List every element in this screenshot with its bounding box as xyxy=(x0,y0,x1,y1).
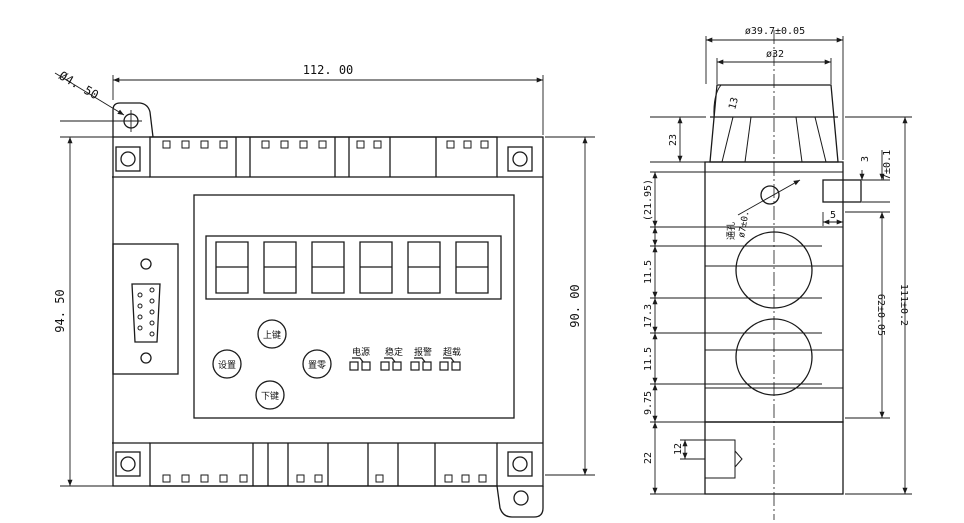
front-dimensions xyxy=(54,72,595,487)
bottom-pins xyxy=(162,474,487,483)
dim-13: 13 xyxy=(727,96,741,110)
top-pins xyxy=(162,140,489,149)
dim-height-outer: 94. 50 xyxy=(53,289,67,332)
zero-key-label: 置零 xyxy=(308,360,326,371)
dim-3: 3 xyxy=(860,156,871,162)
zero-key[interactable] xyxy=(302,349,332,379)
digit-2 xyxy=(263,241,297,294)
dim-22: 22 xyxy=(643,452,654,464)
keypad xyxy=(212,319,332,410)
bottom-right-ear xyxy=(496,485,544,518)
digit-5 xyxy=(407,241,441,294)
top-left-ear xyxy=(112,102,154,138)
base-screw xyxy=(704,439,736,479)
side-dimensions xyxy=(650,36,912,495)
digit-4 xyxy=(359,241,393,294)
dim-115b: 11.5 xyxy=(643,347,654,371)
dim-62: 62±0.05 xyxy=(875,294,886,336)
indicator-label-stable: 稳定 xyxy=(385,346,403,358)
indicator-label-overload: 超载 xyxy=(443,346,461,358)
dim-115a: 11.5 xyxy=(643,260,654,284)
front-panel xyxy=(193,194,515,419)
through-hole xyxy=(760,185,780,205)
front-view xyxy=(112,102,544,518)
top-terminal-strip xyxy=(149,136,498,178)
digit-1 xyxy=(215,241,249,294)
side-view xyxy=(704,84,862,495)
up-key[interactable] xyxy=(257,319,287,349)
down-key[interactable] xyxy=(255,380,285,410)
led-stable xyxy=(380,361,390,371)
dim-7: 7±0.1 xyxy=(882,150,893,180)
seven-segment-display xyxy=(215,241,489,294)
up-key-label: 上键 xyxy=(263,329,281,341)
dim-hole: Ø4. 50 xyxy=(57,68,102,102)
digit-3 xyxy=(311,241,345,294)
display-window xyxy=(205,235,502,300)
dim-23: 23 xyxy=(668,134,679,146)
connector-panel xyxy=(112,243,179,375)
db9-connector xyxy=(131,283,161,343)
indicator-label-power: 电源 xyxy=(352,346,370,358)
digit-6 xyxy=(455,241,489,294)
dim-975: 9.75 xyxy=(643,391,654,415)
led-alarm xyxy=(410,361,420,371)
dim-2195: (21.95) xyxy=(643,179,654,221)
down-key-label: 下键 xyxy=(261,390,279,402)
dim-12: 12 xyxy=(673,443,684,455)
dim-hole-note: 通孔 xyxy=(726,222,737,240)
dim-173: 17.3 xyxy=(643,304,654,328)
dim-width: 112. 00 xyxy=(303,63,354,77)
set-key-label: 设置 xyxy=(218,360,236,371)
led-overload xyxy=(439,361,449,371)
dim-5: 5 xyxy=(830,210,836,221)
dim-111: 111±0.2 xyxy=(898,284,909,326)
set-key[interactable] xyxy=(212,349,242,379)
dim-outer-dia: ø39.7±0.05 xyxy=(745,26,805,37)
cable-notch xyxy=(822,179,862,203)
dim-height-inner: 90. 00 xyxy=(568,284,582,327)
indicator-label-alarm: 报警 xyxy=(414,346,432,358)
dim-hole7: ø7±0. xyxy=(737,210,752,238)
indicator-leds xyxy=(349,357,461,371)
led-power xyxy=(349,361,359,371)
bottom-terminal-strip xyxy=(149,442,498,487)
dim-inner-dia: ø32 xyxy=(766,49,784,60)
corner-holes xyxy=(115,146,533,477)
